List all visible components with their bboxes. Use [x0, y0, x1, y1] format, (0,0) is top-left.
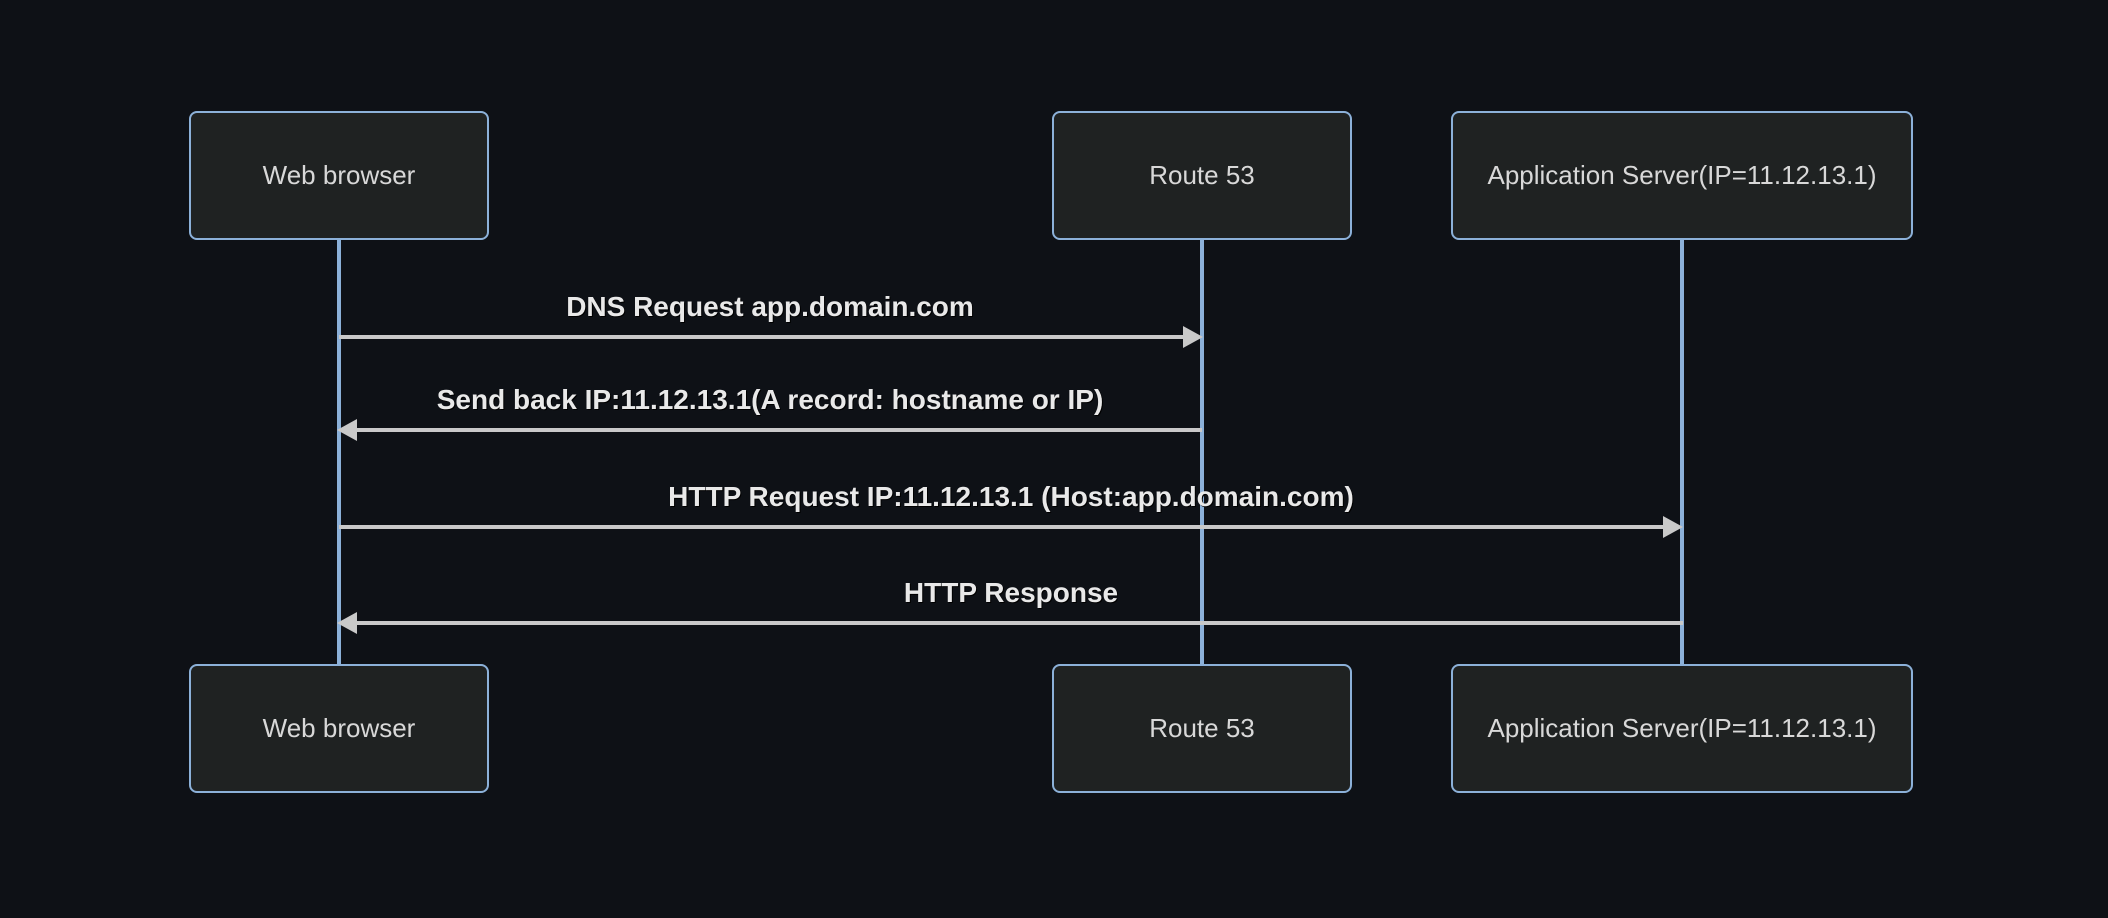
message-label: HTTP Response — [903, 577, 1119, 608]
actor-application-server-bottom: Application Server(IP=11.12.13.1) — [1451, 664, 1913, 793]
message-line — [339, 335, 1183, 339]
actor-label: Route 53 — [1149, 713, 1255, 743]
arrow-right-icon — [1183, 326, 1203, 348]
actor-label: Application Server(IP=11.12.13.1) — [1487, 713, 1877, 743]
actor-label: Web browser — [262, 160, 416, 190]
message-label: Send back IP:11.12.13.1(A record: hostna… — [436, 384, 1104, 415]
message-line — [339, 525, 1663, 529]
message-line — [357, 621, 1683, 625]
lifeline-route-53 — [1200, 238, 1204, 666]
actor-label: Web browser — [262, 713, 416, 743]
actor-web-browser-top: Web browser — [189, 111, 489, 240]
actor-label: Application Server(IP=11.12.13.1) — [1487, 160, 1877, 190]
actor-web-browser-bottom: Web browser — [189, 664, 489, 793]
arrow-right-icon — [1663, 516, 1683, 538]
message-label: HTTP Request IP:11.12.13.1 (Host:app.dom… — [668, 481, 1354, 512]
lifeline-web-browser — [337, 238, 341, 666]
message-label: DNS Request app.domain.com — [566, 291, 974, 322]
message-line — [357, 428, 1202, 432]
actor-application-server-top: Application Server(IP=11.12.13.1) — [1451, 111, 1913, 240]
actor-route-53-bottom: Route 53 — [1052, 664, 1352, 793]
actor-label: Route 53 — [1149, 160, 1255, 190]
lifeline-application-server — [1680, 238, 1684, 666]
arrow-left-icon — [337, 612, 357, 634]
arrow-left-icon — [337, 419, 357, 441]
actor-route-53-top: Route 53 — [1052, 111, 1352, 240]
